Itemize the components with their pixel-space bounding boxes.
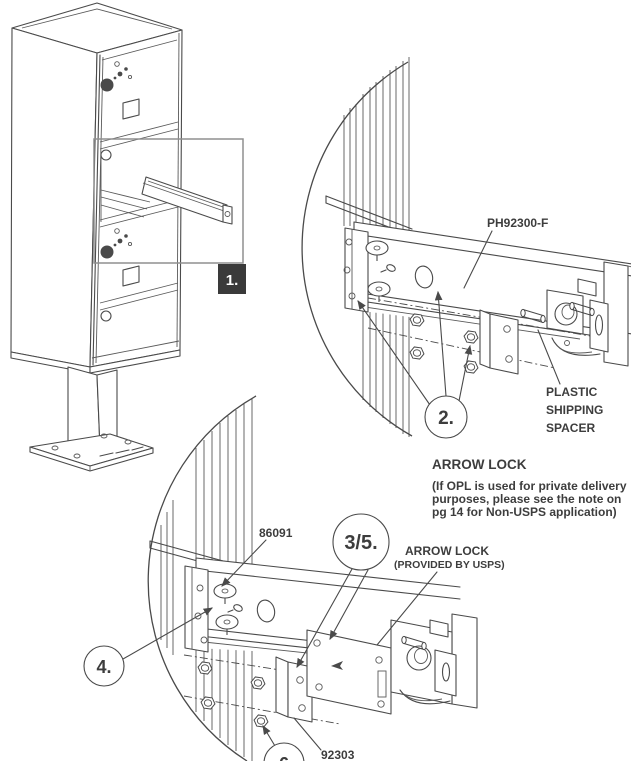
mounting-bracket [184,565,209,653]
callout-rectangle [93,138,244,264]
usps-lock-label-line1: ARROW LOCK [405,544,489,558]
base-plate-top [29,433,154,467]
base-plate-slots [99,446,144,457]
step-4-label: 4. [96,657,111,677]
usps-lock-label-line2: (PROVIDED BY USPS) [394,559,505,571]
lock-bolt-hole [554,302,578,326]
detail-circle-arc [147,395,257,761]
step-4-arrow [122,607,213,660]
hex-nut [462,329,480,345]
mailbox-cabinet [10,2,233,374]
cabinet-top-inset [21,8,173,30]
arrow-lock-tray [141,176,233,225]
step-1-badge: 1. [218,264,246,294]
spacer-label-line2: SHIPPING [546,403,603,417]
step-2-label: 2. [438,408,454,429]
mounting-bracket [343,227,369,313]
step-35-circle [332,513,390,571]
step-6-label: 6 [279,754,289,761]
hex-nut [249,675,267,691]
arrow-lock-note: ARROW LOCK (If OPL is used for private d… [432,457,627,519]
leader-line [537,329,561,385]
wing-screw [380,264,396,273]
centerline [183,695,341,725]
channel-hole [414,265,434,289]
hasp-slot [594,314,604,336]
cabinet-bottom-edge [89,349,181,374]
note-line1: (If OPL is used for private delivery [432,479,627,493]
lock-strap [399,689,451,705]
detail-circle-arc [301,61,413,437]
keyway-slot [377,670,387,698]
step-6-arrow [262,725,276,747]
compartment-interior [100,152,151,222]
hex-nut [252,713,270,729]
upper-door-lock [100,61,140,120]
step-6-circle [263,742,305,761]
wing-screw [227,604,243,613]
hasp-slot [441,662,451,682]
step-2-circle [424,395,468,439]
spacer-label-line1: PLASTIC [546,385,598,399]
bottom-detail-labels: 86091 ARROW LOCK (PROVIDED BY USPS) 9230… [221,526,505,761]
arrow-lock-housing [390,613,478,709]
insert-direction-arrow [331,661,343,670]
step-1-label: 1. [226,272,239,289]
part-label-86091: 86091 [259,526,293,540]
cabinet-left-face [10,27,98,368]
lower-door-lock [100,228,140,287]
usps-arrow-lock-plate [306,629,392,715]
step-35-label: 3/5. [344,532,377,554]
note-line3: pg 14 for Non-USPS application) [432,505,617,519]
door-hole [100,310,112,322]
clip-bracket-92303 [275,656,313,723]
tray-end-cap [222,204,233,225]
pedestal [29,366,154,472]
lock-bolt-hole [406,645,432,671]
tray-lock-hole [224,211,231,217]
detail-view-bottom: 3/5. 4. 6 [83,395,478,761]
part-label-92303: 92303 [321,748,355,761]
leader-line [293,717,322,751]
leader-line [376,571,438,646]
latch-window [122,98,140,120]
arrow-lock-heading: ARROW LOCK [432,457,527,472]
hex-nut [199,695,217,711]
step-2-arrows [357,290,473,406]
hex-nut [408,345,426,361]
part-label-ph92300f: PH92300-F [487,216,548,230]
note-line2: purposes, please see the note on [432,492,621,506]
arrow-lock-housing [546,261,631,367]
clip-bracket [479,309,519,375]
lock-strap [551,337,601,356]
leader-line [221,539,267,587]
top-detail-labels: PH92300-F PLASTIC SHIPPING SPACER [463,216,603,435]
step-4-circle [83,645,125,687]
detail-view-top: 2. [301,57,631,439]
leader-line [463,230,493,289]
spacer-label-line3: SPACER [546,421,595,435]
step-35-arrows [296,568,369,668]
hex-nut [196,660,214,676]
channel-hole [256,599,276,623]
latch-window [122,265,140,287]
